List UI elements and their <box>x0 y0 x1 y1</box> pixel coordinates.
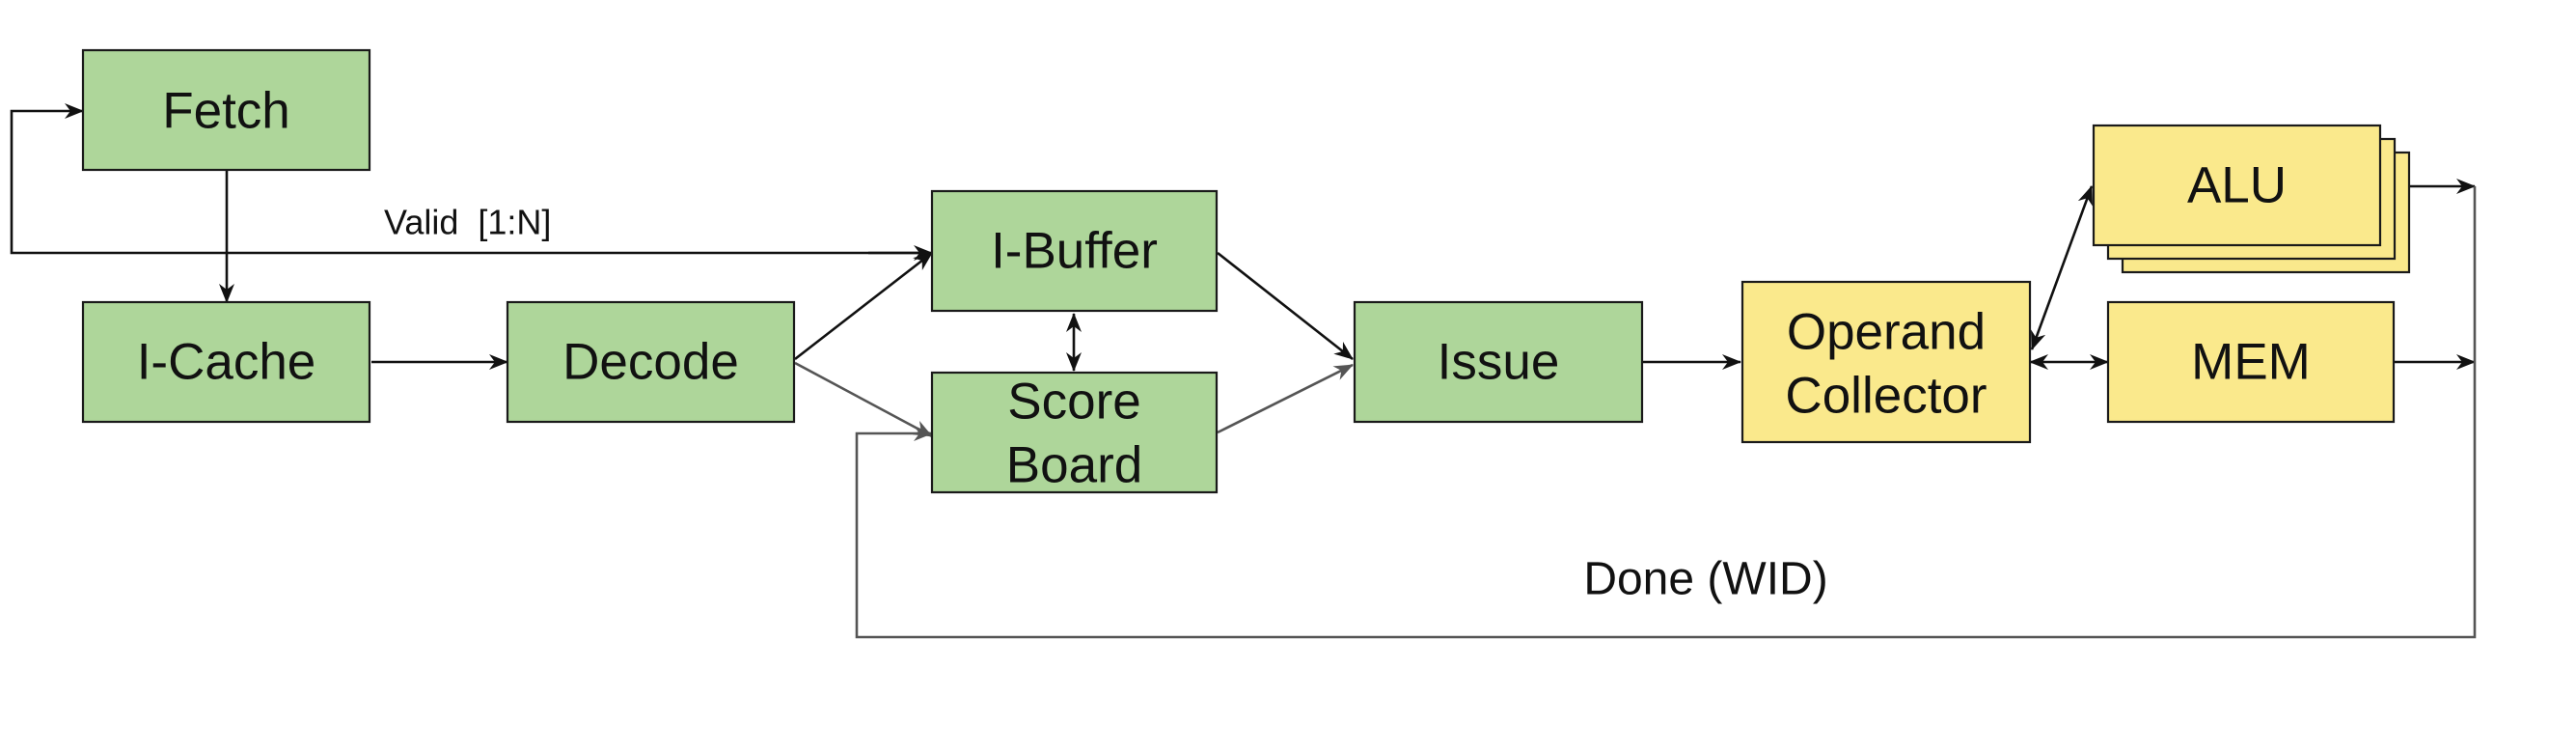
ibuffer-block: I-Buffer <box>930 189 1219 313</box>
valid-label: Valid [1:N] <box>384 203 551 242</box>
alu-block-stack: ALU <box>2092 124 2411 274</box>
decode-to-ibuffer-arrow <box>794 251 933 361</box>
scoreboard-block: Score Board <box>930 371 1219 494</box>
operand-collector-block: Operand Collector <box>1740 280 2032 444</box>
issue-label: Issue <box>1438 334 1560 391</box>
operand-label-line1: Operand <box>1787 304 1986 361</box>
decode-to-scoreboard-arrow <box>794 361 933 438</box>
done-feedback-arrow <box>855 186 2477 639</box>
alu-label: ALU <box>2187 157 2287 214</box>
icache-block: I-Cache <box>81 300 371 424</box>
decode-block: Decode <box>506 300 796 424</box>
ibuffer-label: I-Buffer <box>991 223 1158 280</box>
fetch-label: Fetch <box>162 83 290 140</box>
operand-alu-arrow <box>2030 185 2094 350</box>
decode-label: Decode <box>562 334 739 391</box>
ibuffer-to-issue-arrow <box>1217 251 1354 361</box>
fetch-block: Fetch <box>81 48 371 172</box>
scoreboard-label-line1: Score <box>1007 374 1140 431</box>
alu-block <box>2092 124 2382 247</box>
issue-block: Issue <box>1353 300 1644 424</box>
valid-loop-arrow <box>10 103 926 255</box>
mem-label: MEM <box>2191 334 2311 391</box>
scoreboard-label-line2: Board <box>1006 437 1142 494</box>
scoreboard-to-issue-arrow <box>1217 363 1354 434</box>
operand-label-line2: Collector <box>1785 368 1987 425</box>
mem-block: MEM <box>2106 300 2396 424</box>
icache-label: I-Cache <box>137 334 316 391</box>
done-label: Done (WID) <box>1583 554 1827 605</box>
